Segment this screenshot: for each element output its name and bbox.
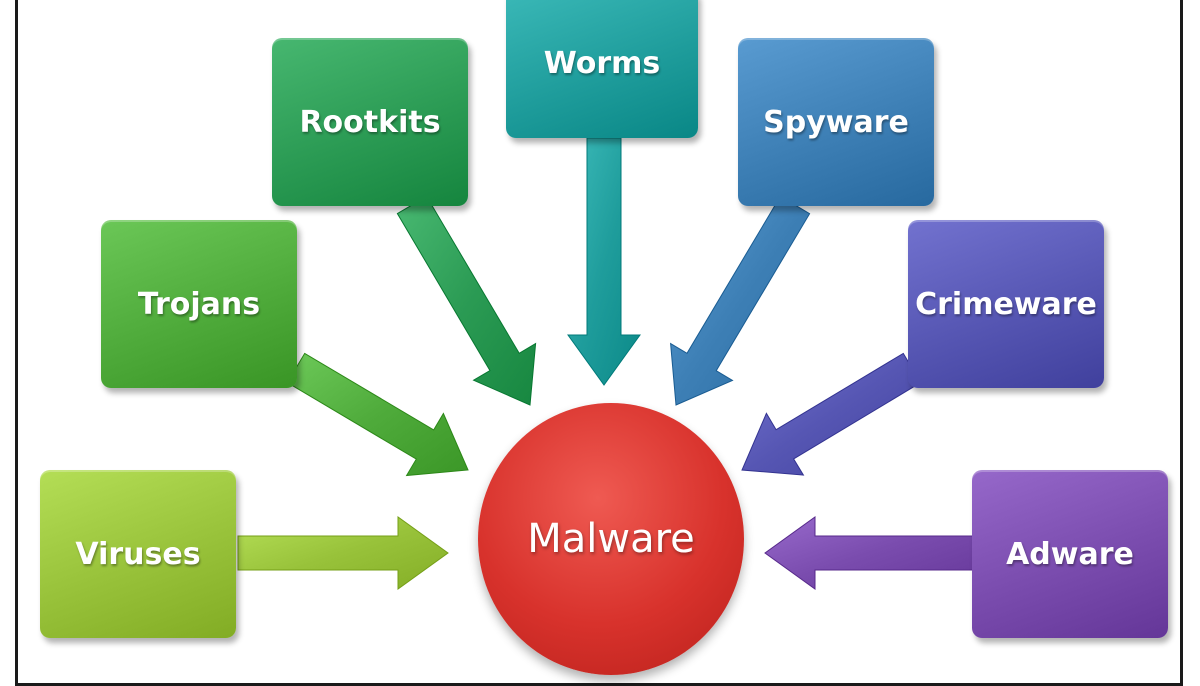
- arrow-worms: [567, 137, 641, 386]
- arrow-trojans: [286, 352, 469, 477]
- arrow-adware: [764, 516, 975, 590]
- node-crimeware: Crimeware: [908, 220, 1104, 388]
- node-worms: Worms: [506, 0, 698, 138]
- arrow-crimeware: [741, 352, 922, 476]
- node-spyware: Spyware: [738, 38, 934, 206]
- node-trojans: Trojans: [101, 220, 297, 388]
- arrow-rootkits: [396, 195, 537, 406]
- node-adware: Adware: [972, 470, 1168, 638]
- hub-malware: Malware: [478, 403, 744, 675]
- arrow-viruses: [237, 516, 449, 590]
- arrow-spyware: [670, 195, 811, 406]
- node-rootkits: Rootkits: [272, 38, 468, 206]
- node-viruses: Viruses: [40, 470, 236, 638]
